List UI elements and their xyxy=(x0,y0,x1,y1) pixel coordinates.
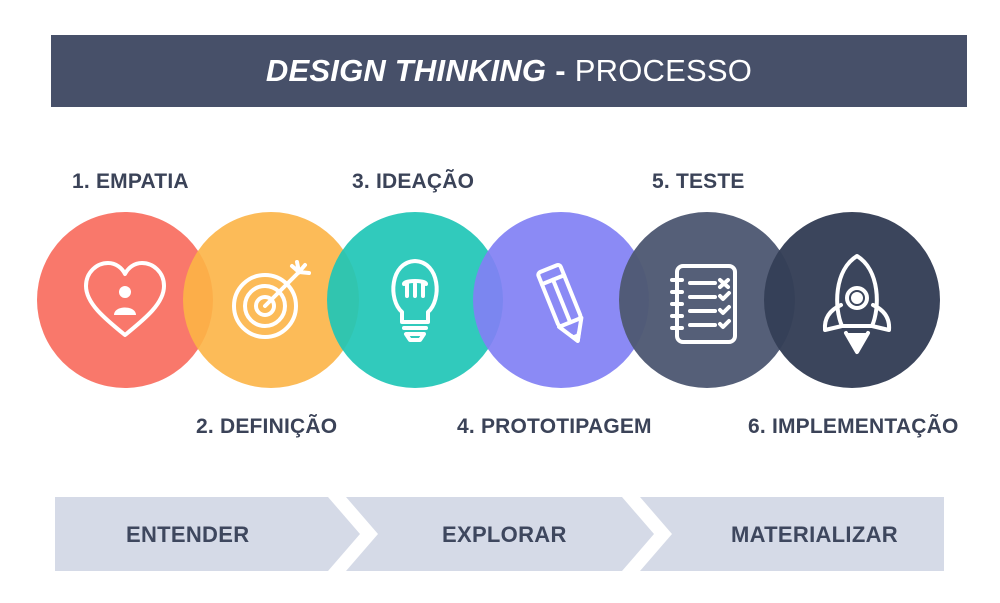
step-label-prototipagem: 4. PROTOTIPAGEM xyxy=(457,415,652,438)
step-label-ideacao: 3. IDEAÇÃO xyxy=(352,170,475,193)
pencil-icon xyxy=(536,263,584,343)
step-label-teste: 5. TESTE xyxy=(652,170,745,193)
target-icon xyxy=(232,260,311,339)
phase-label-entender: ENTENDER xyxy=(126,522,250,547)
phase-label-materializar: MATERIALIZAR xyxy=(731,522,898,547)
title-light: PROCESSO xyxy=(574,53,753,88)
circle-teste xyxy=(619,212,795,388)
step-label-implementacao: 6. IMPLEMENTAÇÃO xyxy=(748,415,959,438)
phase-segment-explorar xyxy=(346,497,654,571)
title-strong: DESIGN THINKING xyxy=(265,53,547,88)
phase-segment-materializar xyxy=(640,497,944,571)
circle-empatia xyxy=(37,212,213,388)
step-label-definicao: 2. DEFINIÇÃO xyxy=(196,415,338,438)
heart-person-icon xyxy=(84,261,166,337)
title-separator: - xyxy=(555,53,566,88)
rocket-icon xyxy=(822,254,892,354)
step-label-empatia: 1. EMPATIA xyxy=(72,170,189,193)
phase-segment-entender xyxy=(55,497,360,571)
checklist-icon xyxy=(670,264,737,344)
title-banner: DESIGN THINKING - PROCESSO xyxy=(51,35,967,107)
phase-label-explorar: EXPLORAR xyxy=(442,522,567,547)
circle-ideacao xyxy=(327,212,503,388)
lightbulb-icon xyxy=(391,259,439,342)
